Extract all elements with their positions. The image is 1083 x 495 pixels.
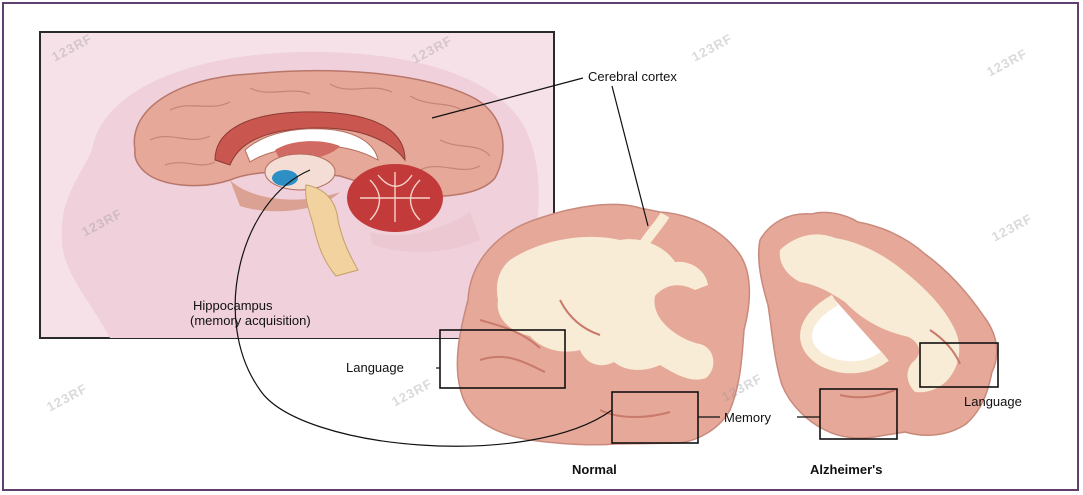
- alzheimers-brain-section: [759, 212, 997, 438]
- normal-brain-section: [457, 204, 749, 444]
- hippocampus-sublabel: (memory acquisition): [190, 313, 311, 328]
- alzheimers-caption: Alzheimer's: [810, 462, 882, 477]
- hippocampus-blue: [272, 170, 298, 186]
- hippocampus-label: Hippocampus: [193, 298, 273, 313]
- language-label-alzheimers: Language: [964, 394, 1022, 409]
- language-label-normal: Language: [346, 360, 404, 375]
- normal-caption: Normal: [572, 462, 617, 477]
- cerebral-cortex-label: Cerebral cortex: [588, 69, 677, 84]
- memory-label: Memory: [724, 410, 771, 425]
